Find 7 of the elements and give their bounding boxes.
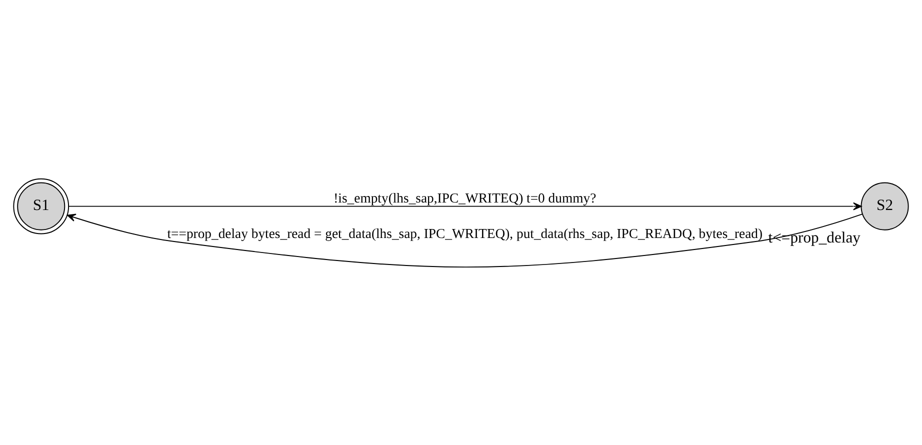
arrow <box>67 213 863 268</box>
arrow <box>68 202 862 210</box>
node-circle: S2 <box>860 182 909 230</box>
node-label: t<=prop_delay <box>768 228 860 246</box>
edge-label: !is_empty(lhs_sap,IPC_WRITEQ) t=0 dummy? <box>334 190 596 206</box>
edge-label: t==prop_delay bytes_read = get_data(lhs_sap, IPC_WRITEQ), put_data(rhs_sap, IPC_READQ, bytes_read) <box>167 225 763 240</box>
node-circle: S1 <box>13 178 70 234</box>
